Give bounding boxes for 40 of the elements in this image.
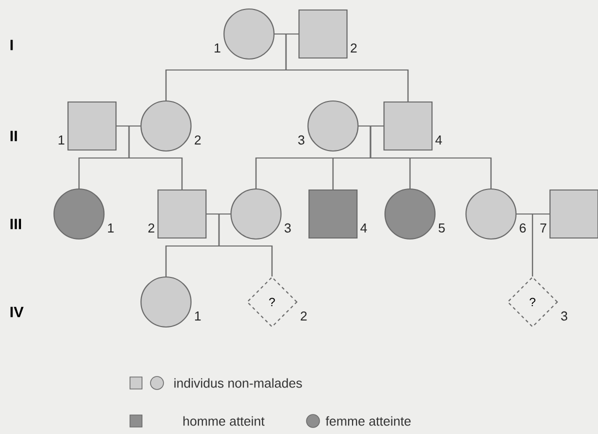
individual-number: 4	[435, 136, 442, 144]
circle-symbol	[307, 100, 359, 152]
individual-number: 3	[284, 223, 291, 233]
circle-symbol	[223, 8, 275, 60]
circle-symbol	[384, 188, 436, 240]
circle-symbol	[465, 188, 517, 240]
square-symbol	[298, 9, 348, 59]
individual-number: 6	[520, 223, 526, 233]
individual-number: 1	[214, 44, 220, 52]
generation-label: I	[10, 40, 13, 50]
generation-label: III	[10, 218, 22, 230]
individual-number: 1	[108, 224, 114, 232]
individual-number: 2	[350, 43, 357, 53]
square-symbol	[549, 189, 598, 239]
circle-symbol	[230, 188, 282, 240]
generation-label: IV	[10, 306, 24, 318]
individual-number: 3	[561, 311, 568, 321]
square-symbol	[67, 101, 117, 151]
circle-symbol	[140, 276, 192, 328]
legend-text: homme atteint	[183, 416, 264, 426]
legend-text: individus non-malades	[174, 378, 302, 388]
square-symbol	[157, 189, 207, 239]
square-symbol	[383, 101, 433, 151]
square-symbol	[308, 189, 358, 239]
legend-text: femme atteinte	[326, 416, 411, 426]
individual-number: 4	[360, 224, 367, 232]
circle-symbol	[140, 100, 192, 152]
generation-label: II	[10, 130, 17, 142]
individual-number: 2	[300, 311, 307, 321]
individual-number: 7	[540, 224, 546, 232]
individual-number: 5	[438, 223, 445, 232]
individual-number: 3	[298, 135, 304, 145]
individual-number: 2	[148, 223, 154, 233]
individual-number: 1	[58, 136, 64, 144]
individual-number: 2	[194, 135, 201, 145]
descent-line	[128, 125, 183, 190]
circle-symbol	[53, 188, 105, 240]
descent-line	[532, 213, 550, 276]
descent-line	[218, 213, 273, 276]
individual-number: 1	[195, 312, 201, 320]
